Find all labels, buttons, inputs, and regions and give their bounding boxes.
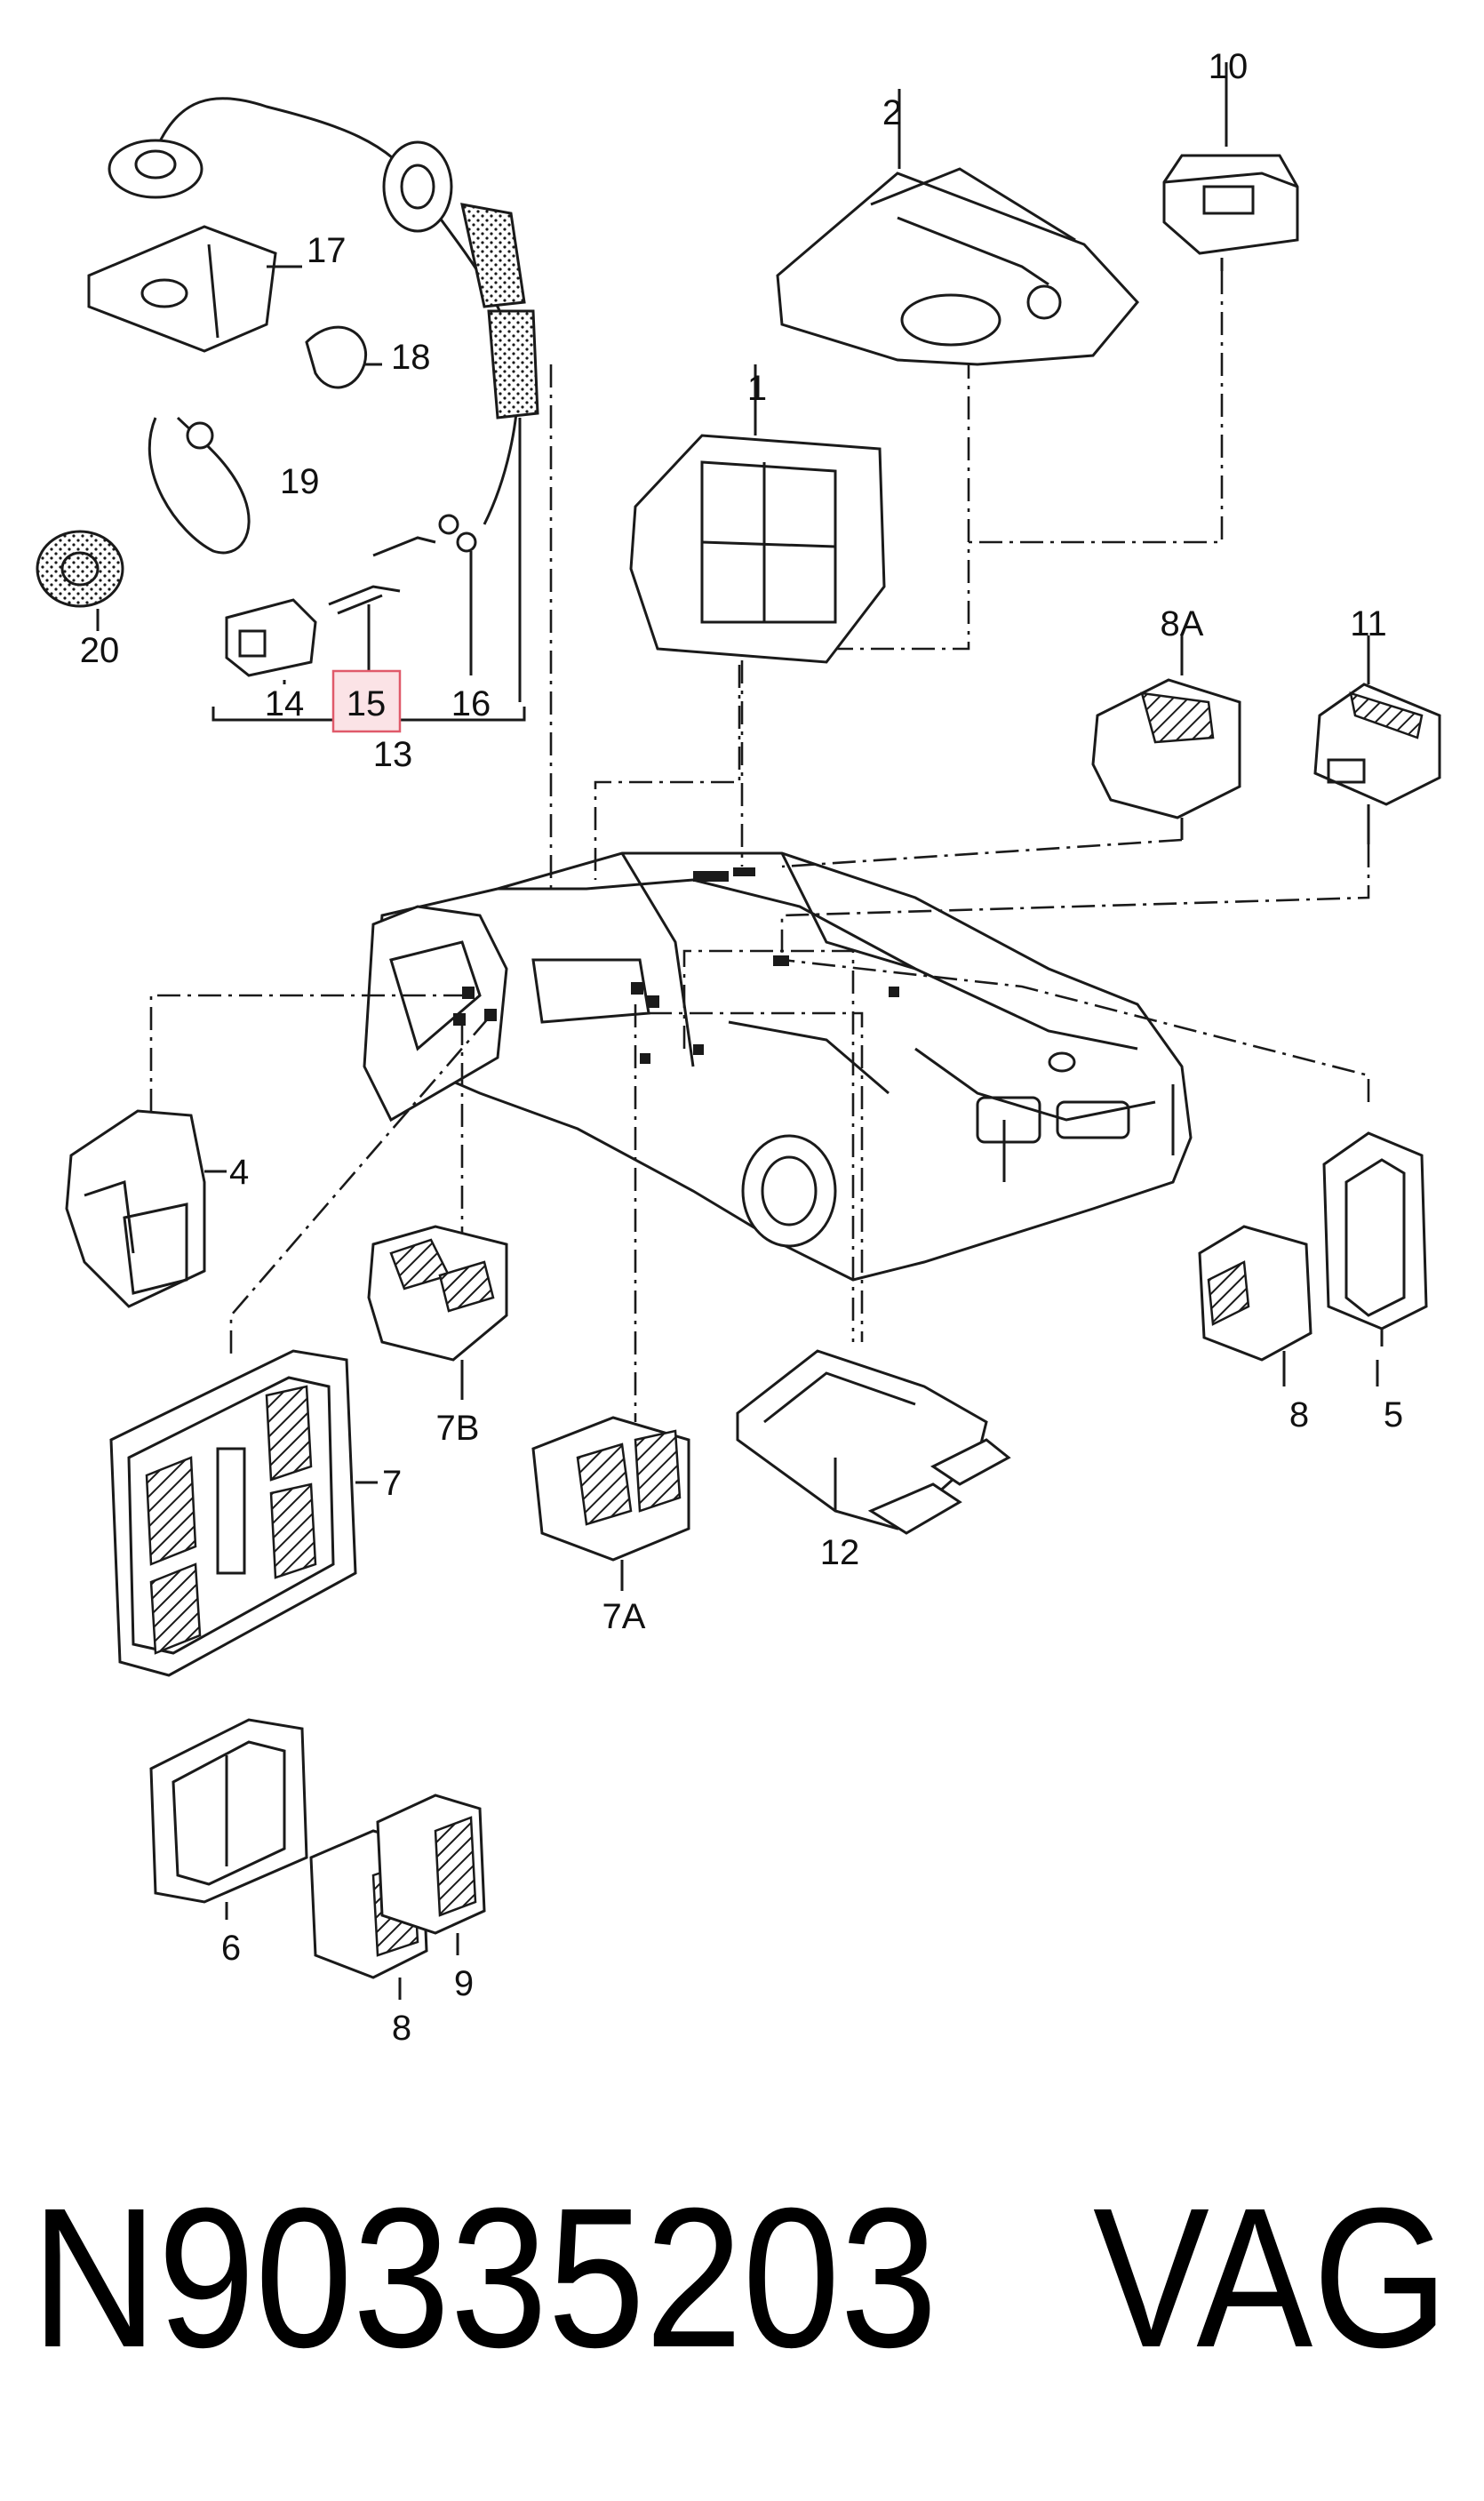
part-12-switch-carrier bbox=[736, 1349, 1011, 1535]
part-7a-switch-block bbox=[531, 1416, 690, 1591]
label-19: 19 bbox=[280, 462, 320, 501]
label-2: 2 bbox=[882, 93, 902, 132]
label-16: 16 bbox=[451, 684, 491, 723]
car-illustration bbox=[363, 851, 1193, 1282]
label-10: 10 bbox=[1209, 47, 1249, 86]
label-18: 18 bbox=[391, 338, 431, 377]
label-12: 12 bbox=[820, 1533, 860, 1572]
part-2-control-unit bbox=[776, 89, 1139, 366]
part-7-switch-panel bbox=[109, 1349, 378, 1677]
part-8-switch-right bbox=[1198, 1225, 1312, 1386]
label-15: 15 bbox=[347, 684, 387, 723]
label-17: 17 bbox=[307, 231, 347, 270]
part-6-bezel bbox=[149, 1718, 308, 1920]
part-1-module-frame bbox=[629, 364, 886, 664]
label-13: 13 bbox=[373, 735, 413, 774]
part-8-9-switches bbox=[309, 1794, 486, 2000]
label-8a: 8A bbox=[1161, 604, 1204, 643]
label-7a: 7A bbox=[602, 1597, 646, 1636]
label-11: 11 bbox=[1350, 604, 1387, 643]
label-9: 9 bbox=[454, 1964, 474, 2003]
label-8-right: 8 bbox=[1289, 1395, 1309, 1434]
wiring-harness-group bbox=[36, 97, 539, 732]
part-8a-switch bbox=[1091, 635, 1241, 840]
label-20: 20 bbox=[80, 631, 120, 670]
label-7: 7 bbox=[382, 1464, 402, 1503]
leader-lines bbox=[149, 271, 1370, 1422]
label-1: 1 bbox=[747, 369, 767, 408]
brand-caption: VAG bbox=[1093, 2167, 1448, 2389]
label-7b: 7B bbox=[436, 1409, 480, 1448]
part-number-caption: N90335203 bbox=[31, 2167, 937, 2389]
label-8-bottom: 8 bbox=[392, 2009, 411, 2048]
part-11-switch bbox=[1313, 635, 1441, 844]
label-14: 14 bbox=[265, 684, 305, 723]
highlight-box bbox=[331, 669, 402, 733]
part-5-bezel bbox=[1322, 1131, 1428, 1386]
label-5: 5 bbox=[1384, 1395, 1403, 1434]
label-4: 4 bbox=[229, 1153, 249, 1192]
part-4-connector-housing bbox=[65, 1109, 227, 1308]
part-labels: 10 2 17 18 1 19 20 14 15 16 13 8A 11 4 7… bbox=[80, 47, 1403, 2048]
part-10-relay-box bbox=[1162, 62, 1299, 271]
part-7b-switch-block bbox=[367, 1225, 508, 1400]
label-6: 6 bbox=[221, 1929, 241, 1968]
